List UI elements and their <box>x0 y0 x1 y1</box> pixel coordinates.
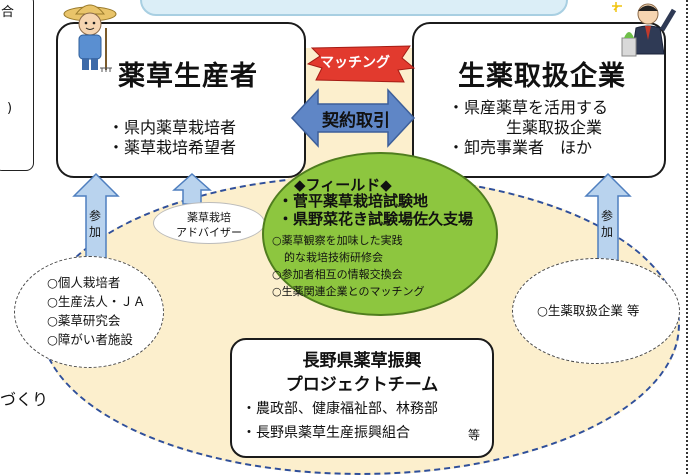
field-circle: ◆フィールド◆ ・菅平薬草栽培試験地 ・県野菜花き試験場佐久支場 ○薬草観察を加… <box>262 152 498 316</box>
businessman-icon <box>612 2 677 57</box>
producers-title: 薬草生産者 <box>118 61 258 92</box>
team-title: 長野県薬草振興 <box>302 351 422 371</box>
field-title: ◆フィールド◆ <box>294 176 392 194</box>
team-member: ・農政部、健康福祉部、林務部 <box>242 401 438 417</box>
matching-label: マッチング <box>320 55 390 71</box>
participant-item: ○個人栽培者 <box>47 275 121 290</box>
team-member: ・長野県薬草生産振興組合 <box>242 425 410 441</box>
top-banner <box>140 0 568 16</box>
join-label-right: 参加 <box>600 209 613 240</box>
left-cutoff-text: づくり <box>0 390 49 409</box>
participant-item: ○薬草研究会 <box>47 313 121 328</box>
field-item: ○薬草観察を加味した実践 <box>272 234 403 247</box>
companies-item: ・県産薬草を活用する <box>448 98 609 117</box>
companies-item: 生薬取扱企業 <box>506 118 603 137</box>
join-label-left: 参加 <box>88 209 101 240</box>
left-panel-fragment: 合 ) <box>0 0 34 171</box>
companies-item: ・卸売事業者 ほか <box>448 138 593 157</box>
matching-burst-icon <box>306 45 416 83</box>
field-item: ○参加者相互の情報交換会 <box>272 268 403 281</box>
project-team-box: 長野県薬草振興 プロジェクトチーム ・農政部、健康福祉部、林務部 ・長野県薬草生… <box>230 338 494 458</box>
page-border-dotted <box>686 0 688 474</box>
participants-left-oval: ○個人栽培者 ○生産法人・ＪＡ ○薬草研究会 ○障がい者施設 <box>14 256 164 368</box>
farmer-icon <box>63 4 117 72</box>
left-fragment-char: 合 <box>1 5 15 20</box>
field-item: ○生薬関連企業とのマッチング <box>272 285 425 298</box>
adviser-cloud: 薬草栽培 アドバイザー <box>153 202 265 244</box>
team-suffix: 等 <box>468 428 481 442</box>
field-site: ・県野菜花き試験場佐久支場 <box>278 210 474 228</box>
participant-item: ○生産法人・ＪＡ <box>47 294 146 309</box>
producers-item: ・県内薬草栽培者 <box>108 118 237 137</box>
participants-right-oval: ○生薬取扱企業 等 <box>512 258 680 364</box>
field-item: 的な栽培技術研修会 <box>284 251 383 264</box>
adviser-line: 薬草栽培 <box>187 211 231 224</box>
adviser-arrow <box>172 172 212 205</box>
producers-box: 薬草生産者 ・県内薬草栽培者 ・薬草栽培希望者 <box>56 22 306 178</box>
adviser-line: アドバイザー <box>176 226 242 239</box>
contract-label: 契約取引 <box>322 111 390 131</box>
participant-company: ○生薬取扱企業 等 <box>537 303 640 318</box>
team-title: プロジェクトチーム <box>285 375 439 395</box>
contract-double-arrow <box>290 88 416 148</box>
producers-item: ・薬草栽培希望者 <box>108 138 237 157</box>
field-site: ・菅平薬草栽培試験地 <box>278 192 429 210</box>
left-fragment-paren: ) <box>7 101 13 116</box>
participant-item: ○障がい者施設 <box>47 332 133 347</box>
companies-title: 生薬取扱企業 <box>458 61 626 92</box>
